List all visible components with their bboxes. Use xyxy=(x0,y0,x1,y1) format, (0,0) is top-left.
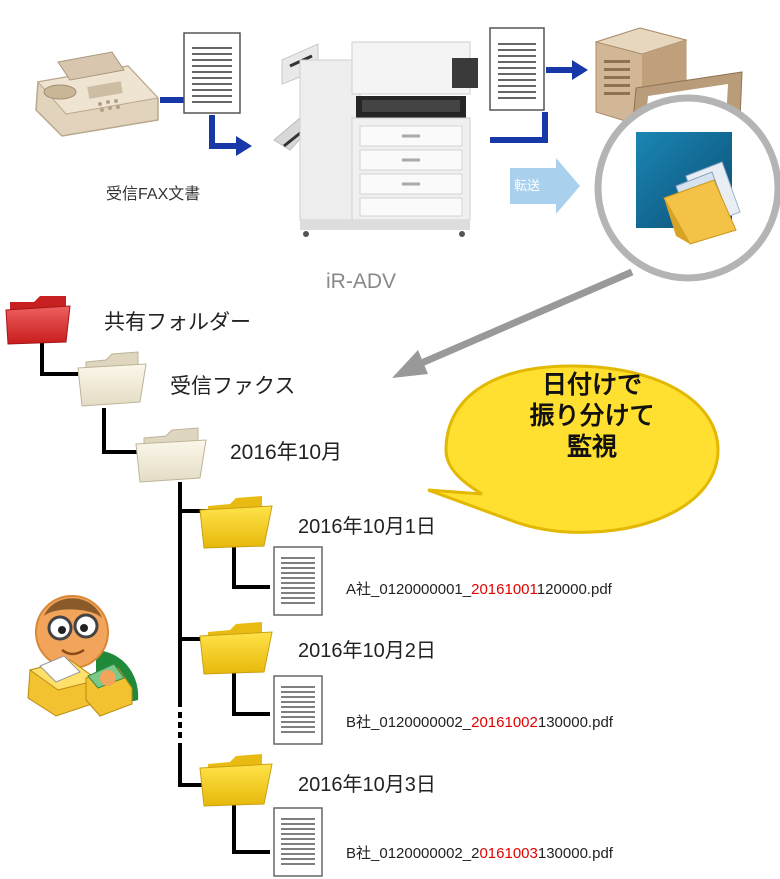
fax-machine-icon xyxy=(35,51,159,137)
connector-line xyxy=(408,268,634,372)
root-folder-label: 共有フォルダー xyxy=(104,311,251,334)
file-name-suffix: 130000.pdf xyxy=(537,845,613,862)
file-name: A社_0120000001_20161001120000.pdf xyxy=(346,578,612,599)
pdf-document-icon xyxy=(273,546,323,616)
folder-tree-graphic xyxy=(5,268,720,877)
root-folder-icon xyxy=(5,296,71,345)
sorting-person-icon xyxy=(27,595,139,717)
fax-document-icon xyxy=(183,32,241,114)
shared-folder-app-icon xyxy=(636,132,741,245)
arrow-from-device xyxy=(490,112,548,143)
callout-text: 日付けで 振り分けて 監視 xyxy=(512,370,672,463)
callout-line-3: 監視 xyxy=(566,433,617,461)
file-name-date: 0161003 xyxy=(479,845,538,862)
month-folder-icon xyxy=(135,427,207,483)
month-folder-label: 2016年10月 xyxy=(230,441,343,464)
callout-bubble xyxy=(427,364,720,534)
callout-line-2: 振り分けて xyxy=(529,402,655,430)
pdf-document-icon xyxy=(273,675,323,745)
tree-ellipsis xyxy=(178,712,182,738)
day-folder-icon xyxy=(199,496,273,549)
file-name-suffix: 130000.pdf xyxy=(537,714,613,731)
fax-document-label: 受信FAX文書 xyxy=(106,186,201,203)
output-document-icon xyxy=(489,27,545,111)
arrow-to-device xyxy=(209,115,236,149)
file-name-prefix: A社_0120000001_ xyxy=(346,581,472,598)
day-folder-label: 2016年10月3日 xyxy=(298,774,436,796)
file-name-suffix: 120000.pdf xyxy=(537,581,612,598)
pdf-document-icon xyxy=(273,807,323,877)
day-folder-icon xyxy=(199,754,273,807)
file-name: B社_0120000002_20161002130000.pdf xyxy=(346,711,613,732)
received-fax-folder-label: 受信ファクス xyxy=(170,375,296,398)
transfer-label: 転送 xyxy=(514,178,541,193)
day-folder-label: 2016年10月1日 xyxy=(298,516,436,538)
callout-line-1: 日付けで xyxy=(541,371,642,399)
file-name-prefix: B社_0120000002_ xyxy=(346,714,472,731)
file-name: B社_0120000002_20161003130000.pdf xyxy=(346,842,613,863)
file-name-prefix: B社_0120000002_2 xyxy=(346,845,480,862)
file-name-date: 20161001 xyxy=(471,581,538,598)
file-name-date: 20161002 xyxy=(471,714,538,731)
transfer-arrow-icon xyxy=(510,158,580,214)
day-folder-label: 2016年10月2日 xyxy=(298,640,436,662)
printer-icon xyxy=(273,41,478,237)
top-flow-graphic xyxy=(35,27,780,282)
received-fax-folder-icon xyxy=(77,351,147,407)
device-label: iR-ADV xyxy=(326,270,397,293)
day-folder-icon xyxy=(199,622,273,675)
